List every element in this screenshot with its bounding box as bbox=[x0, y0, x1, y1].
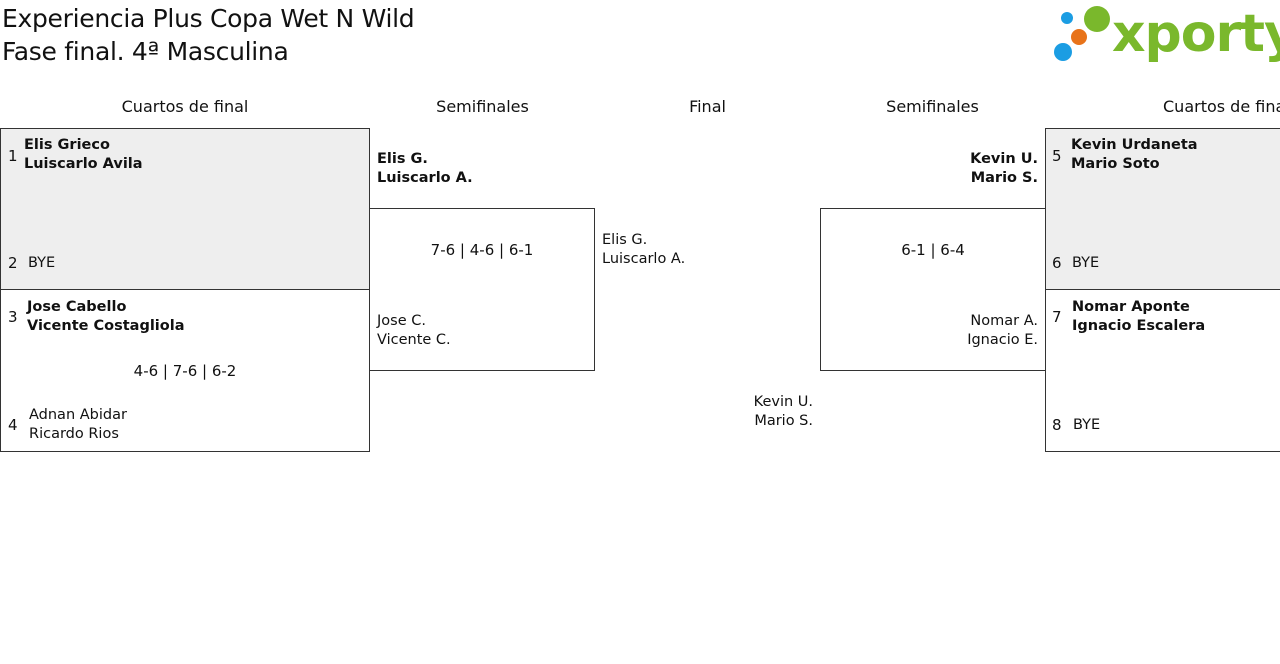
player-name: Kevin U. bbox=[753, 394, 813, 410]
right-semi-team-a: Kevin U. Mario S. bbox=[970, 150, 1038, 188]
match-score: 7-6 | 4-6 | 6-1 bbox=[430, 241, 534, 259]
player-name: Mario S. bbox=[754, 413, 813, 429]
logo-wordmark: xporty bbox=[1112, 4, 1280, 64]
match-box-left-semi[interactable]: 7-6 | 4-6 | 6-1 Jose C. Vicente C. bbox=[369, 208, 595, 371]
final-team-b: Kevin U. Mario S. bbox=[754, 393, 813, 431]
player-name: Vicente Costagliola bbox=[27, 318, 185, 334]
player-name: Mario Soto bbox=[1071, 156, 1160, 172]
player-name: Elis G. bbox=[602, 232, 648, 248]
seed-number: 3 bbox=[8, 308, 18, 326]
player-name: Vicente C. bbox=[377, 332, 451, 348]
player-name: Jose Cabello bbox=[27, 299, 127, 315]
team-pair: Elis Grieco Luiscarlo Avila bbox=[24, 136, 143, 174]
player-name: Elis G. bbox=[377, 151, 428, 167]
team-pair: Kevin Urdaneta Mario Soto bbox=[1071, 136, 1198, 174]
left-semi-team-a: Elis G. Luiscarlo A. bbox=[377, 150, 473, 188]
match-box-right-semi[interactable]: 6-1 | 6-4 Nomar A. Ignacio E. bbox=[820, 208, 1046, 371]
round-header-final: Final bbox=[689, 97, 726, 116]
round-header-left-semis: Semifinales bbox=[436, 97, 529, 116]
bye-label: BYE bbox=[1073, 417, 1101, 433]
player-name: Luiscarlo A. bbox=[377, 170, 473, 186]
seed-number: 1 bbox=[8, 147, 18, 165]
player-name: Mario S. bbox=[970, 170, 1038, 186]
match-box-right-qf2[interactable]: 7 Nomar Aponte Ignacio Escalera 8 BYE bbox=[1045, 289, 1280, 452]
player-name: Ignacio E. bbox=[967, 332, 1038, 348]
left-semi-team-b: Jose C. Vicente C. bbox=[377, 312, 451, 350]
player-name: Ricardo Rios bbox=[29, 426, 119, 442]
player-name: Nomar Aponte bbox=[1072, 299, 1190, 315]
seed-number: 2 bbox=[8, 254, 18, 272]
match-score: 4-6 | 7-6 | 6-2 bbox=[133, 362, 237, 380]
match-box-left-qf1[interactable]: 1 Elis Grieco Luiscarlo Avila 2 BYE bbox=[0, 128, 370, 290]
seed-number: 4 bbox=[8, 416, 18, 434]
match-box-right-qf1[interactable]: 5 Kevin Urdaneta Mario Soto 6 BYE bbox=[1045, 128, 1280, 290]
player-name: Elis Grieco bbox=[24, 137, 110, 153]
player-name: Adnan Abidar bbox=[29, 407, 127, 423]
player-name: Luiscarlo A. bbox=[602, 251, 686, 267]
seed-number: 7 bbox=[1052, 308, 1062, 326]
round-header-left-quarters: Cuartos de final bbox=[121, 97, 249, 116]
round-header-right-semis: Semifinales bbox=[886, 97, 979, 116]
xporty-logo[interactable]: xporty bbox=[1050, 2, 1280, 66]
player-name: Nomar A. bbox=[970, 313, 1038, 329]
team-pair: Jose Cabello Vicente Costagliola bbox=[27, 298, 185, 336]
bye-label: BYE bbox=[28, 255, 56, 271]
match-box-left-qf2[interactable]: 3 Jose Cabello Vicente Costagliola 4-6 |… bbox=[0, 289, 370, 452]
phase-subtitle: Fase final. 4ª Masculina bbox=[2, 37, 289, 66]
page-title: Experiencia Plus Copa Wet N Wild Fase fi… bbox=[2, 2, 415, 68]
player-name: Jose C. bbox=[377, 313, 426, 329]
player-name: Kevin Urdaneta bbox=[1071, 137, 1198, 153]
player-name: Kevin U. bbox=[970, 151, 1038, 167]
logo-dots-icon bbox=[1054, 6, 1110, 61]
match-score: 6-1 | 6-4 bbox=[901, 241, 965, 259]
team-pair: Nomar Aponte Ignacio Escalera bbox=[1072, 298, 1205, 336]
final-team-a: Elis G. Luiscarlo A. bbox=[602, 231, 685, 269]
seed-number: 5 bbox=[1052, 147, 1062, 165]
bye-label: BYE bbox=[1072, 255, 1100, 271]
seed-number: 6 bbox=[1052, 254, 1062, 272]
tournament-title: Experiencia Plus Copa Wet N Wild bbox=[2, 4, 415, 33]
seed-number: 8 bbox=[1052, 416, 1062, 434]
right-semi-team-b: Nomar A. Ignacio E. bbox=[967, 312, 1038, 350]
player-name: Ignacio Escalera bbox=[1072, 318, 1206, 334]
player-name: Luiscarlo Avila bbox=[24, 156, 143, 172]
team-pair: Adnan Abidar Ricardo Rios bbox=[29, 406, 127, 444]
round-header-right-quarters: Cuartos de final bbox=[1163, 97, 1280, 116]
